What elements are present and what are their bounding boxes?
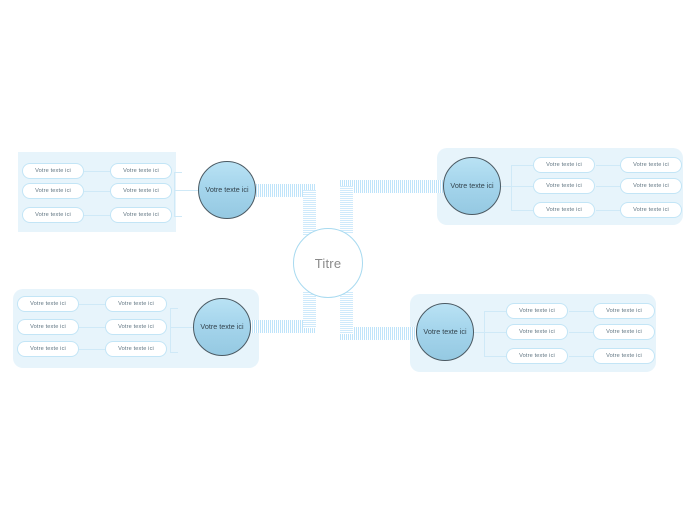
leaf-label: Votre texte ici bbox=[35, 212, 71, 218]
leaf-label: Votre texte ici bbox=[118, 346, 154, 352]
leaf-link-top-left-1 bbox=[84, 171, 114, 172]
leaf-pill-bottom-right-outer-2[interactable]: Votre texte ici bbox=[593, 324, 655, 340]
branch-circle-label-bottom-left: Votre texte ici bbox=[200, 322, 244, 332]
leaf-label: Votre texte ici bbox=[118, 301, 154, 307]
leaf-pill-top-left-inner-1[interactable]: Votre texte ici bbox=[110, 163, 172, 179]
center-title-label: Titre bbox=[314, 255, 342, 271]
leaf-label: Votre texte ici bbox=[606, 329, 642, 335]
leaf-label: Votre texte ici bbox=[30, 301, 66, 307]
leaf-pill-bottom-right-inner-2[interactable]: Votre texte ici bbox=[506, 324, 568, 340]
leaf-pill-top-right-inner-3[interactable]: Votre texte ici bbox=[533, 202, 595, 218]
bracket-stub-bottom-left-inner-1 bbox=[170, 308, 178, 309]
leaf-pill-top-left-outer-2[interactable]: Votre texte ici bbox=[22, 183, 84, 199]
leaf-pill-top-right-outer-1[interactable]: Votre texte ici bbox=[620, 157, 682, 173]
leaf-label: Votre texte ici bbox=[35, 168, 71, 174]
leaf-pill-bottom-right-inner-1[interactable]: Votre texte ici bbox=[506, 303, 568, 319]
connector-band-top-right-horizontal bbox=[340, 180, 443, 193]
leaf-label: Votre texte ici bbox=[30, 346, 66, 352]
connector-band-bottom-left-vertical bbox=[303, 292, 316, 328]
leaf-pill-bottom-left-inner-2[interactable]: Votre texte ici bbox=[105, 319, 167, 335]
bracket-stub-bottom-right-inner-2 bbox=[474, 332, 506, 333]
leaf-label: Votre texte ici bbox=[519, 353, 555, 359]
branch-circle-bottom-left[interactable]: Votre texte ici bbox=[193, 298, 251, 356]
leaf-link-bottom-right-2 bbox=[569, 332, 595, 333]
leaf-pill-bottom-left-inner-1[interactable]: Votre texte ici bbox=[105, 296, 167, 312]
connector-band-top-right-vertical bbox=[340, 186, 353, 234]
leaf-label: Votre texte ici bbox=[606, 353, 642, 359]
connector-band-bottom-right-vertical bbox=[340, 292, 353, 334]
bracket-stub-top-right-inner-2 bbox=[501, 186, 533, 187]
leaf-label: Votre texte ici bbox=[123, 168, 159, 174]
bracket-stub-top-right-inner-3 bbox=[511, 210, 533, 211]
leaf-link-top-right-2 bbox=[596, 186, 622, 187]
branch-circle-bottom-right[interactable]: Votre texte ici bbox=[416, 303, 474, 361]
leaf-pill-top-right-outer-2[interactable]: Votre texte ici bbox=[620, 178, 682, 194]
leaf-pill-bottom-right-outer-1[interactable]: Votre texte ici bbox=[593, 303, 655, 319]
leaf-pill-top-left-outer-1[interactable]: Votre texte ici bbox=[22, 163, 84, 179]
leaf-label: Votre texte ici bbox=[35, 188, 71, 194]
leaf-label: Votre texte ici bbox=[633, 207, 669, 213]
bracket-vertical-bottom-left-inner bbox=[170, 308, 171, 352]
branch-circle-top-right[interactable]: Votre texte ici bbox=[443, 157, 501, 215]
leaf-pill-bottom-right-outer-3[interactable]: Votre texte ici bbox=[593, 348, 655, 364]
branch-circle-label-top-left: Votre texte ici bbox=[205, 185, 249, 195]
leaf-label: Votre texte ici bbox=[546, 162, 582, 168]
leaf-link-top-right-1 bbox=[596, 165, 622, 166]
leaf-pill-top-left-outer-3[interactable]: Votre texte ici bbox=[22, 207, 84, 223]
branch-circle-label-bottom-right: Votre texte ici bbox=[423, 327, 467, 337]
leaf-label: Votre texte ici bbox=[118, 324, 154, 330]
leaf-pill-top-left-inner-2[interactable]: Votre texte ici bbox=[110, 183, 172, 199]
leaf-pill-top-right-outer-3[interactable]: Votre texte ici bbox=[620, 202, 682, 218]
leaf-label: Votre texte ici bbox=[30, 324, 66, 330]
bracket-stub-top-left-inner-1 bbox=[174, 172, 182, 173]
bracket-stub-top-right-inner-1 bbox=[511, 165, 533, 166]
leaf-pill-bottom-left-outer-3[interactable]: Votre texte ici bbox=[17, 341, 79, 357]
branch-circle-top-left[interactable]: Votre texte ici bbox=[198, 161, 256, 219]
connector-band-bottom-right-horizontal bbox=[340, 327, 416, 340]
leaf-label: Votre texte ici bbox=[633, 183, 669, 189]
connector-band-bottom-left-horizontal bbox=[250, 320, 316, 333]
center-title-node[interactable]: Titre bbox=[293, 228, 363, 298]
leaf-link-top-right-3 bbox=[596, 210, 622, 211]
leaf-link-bottom-left-2 bbox=[79, 327, 107, 328]
leaf-label: Votre texte ici bbox=[606, 308, 642, 314]
leaf-link-bottom-left-1 bbox=[79, 304, 107, 305]
leaf-label: Votre texte ici bbox=[519, 308, 555, 314]
leaf-label: Votre texte ici bbox=[546, 183, 582, 189]
leaf-pill-bottom-left-outer-2[interactable]: Votre texte ici bbox=[17, 319, 79, 335]
leaf-pill-top-right-inner-1[interactable]: Votre texte ici bbox=[533, 157, 595, 173]
leaf-pill-bottom-left-outer-1[interactable]: Votre texte ici bbox=[17, 296, 79, 312]
bracket-stub-bottom-left-inner-3 bbox=[170, 352, 178, 353]
leaf-pill-bottom-left-inner-3[interactable]: Votre texte ici bbox=[105, 341, 167, 357]
leaf-label: Votre texte ici bbox=[123, 212, 159, 218]
branch-circle-label-top-right: Votre texte ici bbox=[450, 181, 494, 191]
bracket-vertical-bottom-right-inner bbox=[484, 311, 485, 357]
leaf-link-bottom-right-3 bbox=[569, 356, 595, 357]
leaf-pill-bottom-right-inner-3[interactable]: Votre texte ici bbox=[506, 348, 568, 364]
connector-band-top-left-vertical bbox=[303, 190, 316, 235]
leaf-label: Votre texte ici bbox=[519, 329, 555, 335]
leaf-link-bottom-right-1 bbox=[569, 311, 595, 312]
leaf-link-top-left-2 bbox=[84, 191, 114, 192]
leaf-label: Votre texte ici bbox=[546, 207, 582, 213]
bracket-vertical-top-left-inner bbox=[174, 172, 175, 216]
leaf-pill-top-left-inner-3[interactable]: Votre texte ici bbox=[110, 207, 172, 223]
leaf-pill-top-right-inner-2[interactable]: Votre texte ici bbox=[533, 178, 595, 194]
leaf-label: Votre texte ici bbox=[633, 162, 669, 168]
bracket-stub-top-left-inner-3 bbox=[174, 216, 182, 217]
bracket-vertical-top-right-inner bbox=[511, 165, 512, 211]
leaf-label: Votre texte ici bbox=[123, 188, 159, 194]
leaf-link-bottom-left-3 bbox=[79, 349, 107, 350]
bracket-stub-top-left-inner-2 bbox=[174, 190, 199, 191]
connector-band-top-left-horizontal bbox=[254, 184, 316, 197]
bracket-stub-bottom-right-inner-3 bbox=[484, 356, 506, 357]
bracket-stub-bottom-left-inner-2 bbox=[170, 327, 194, 328]
bracket-stub-bottom-right-inner-1 bbox=[484, 311, 506, 312]
leaf-link-top-left-3 bbox=[84, 215, 114, 216]
